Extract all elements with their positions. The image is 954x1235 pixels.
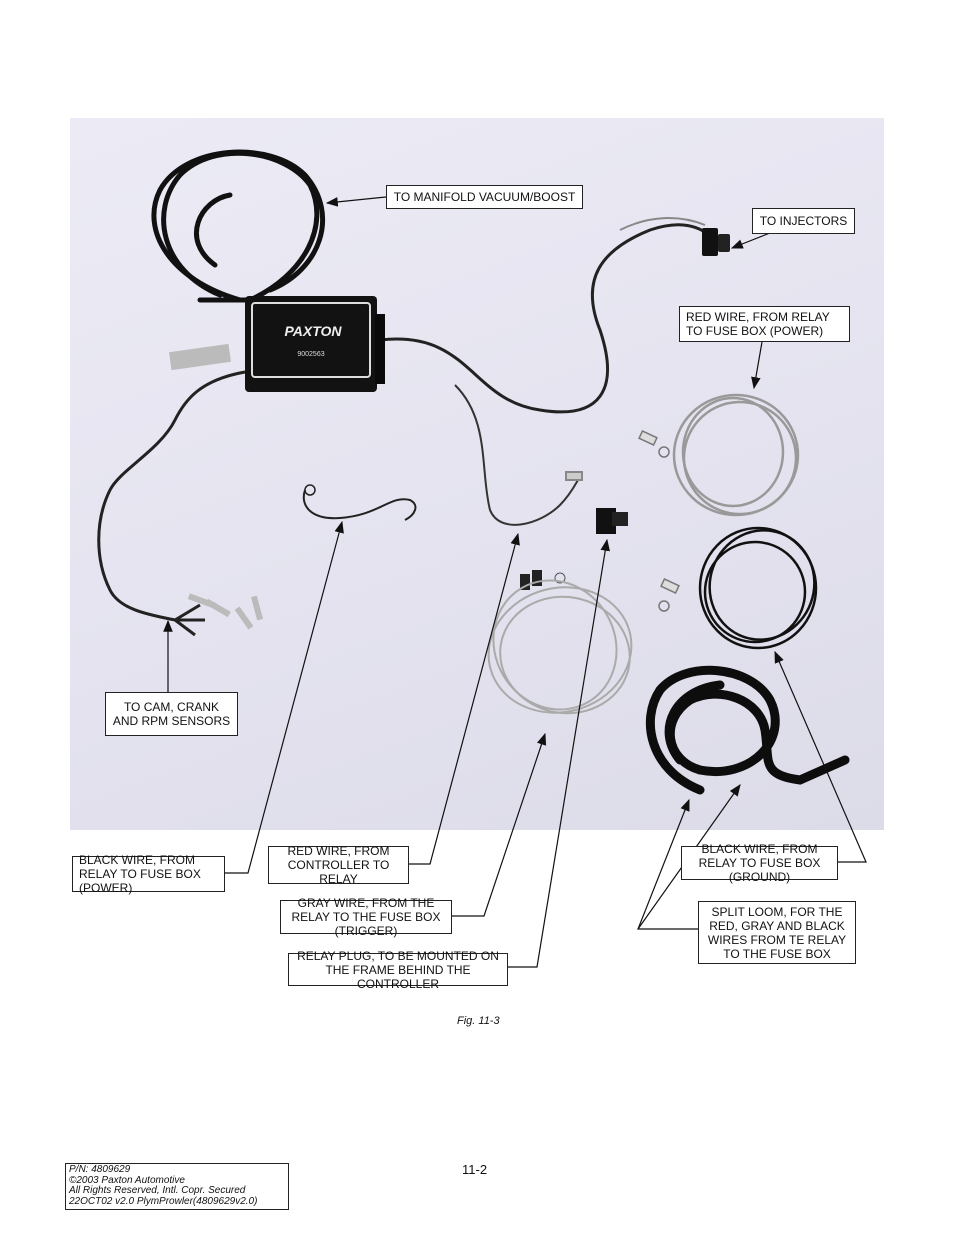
callout-manifold: TO MANIFOLD VACUUM/BOOST [386, 185, 583, 209]
footer-copyright: ©2003 Paxton Automotive [69, 1174, 185, 1186]
footer-part-number: P/N: 4809629 [69, 1164, 131, 1175]
callout-red-wire-power: RED WIRE, FROM RELAY TO FUSE BOX (POWER) [679, 306, 850, 342]
callout-black-wire-ground: BLACK WIRE, FROM RELAY TO FUSE BOX (GROU… [681, 842, 838, 884]
callout-split-loom: SPLIT LOOM, FOR THE RED, GRAY AND BLACK … [698, 901, 856, 964]
callout-relay-plug: RELAY PLUG, TO BE MOUNTED ON THE FRAME B… [288, 949, 508, 991]
figure-caption: Fig. 11-3 [457, 1015, 500, 1027]
callout-red-wire-controller: RED WIRE, FROM CONTROLLER TO RELAY [268, 844, 409, 886]
callout-black-wire-power: BLACK WIRE, FROM RELAY TO FUSE BOX (POWE… [72, 853, 225, 895]
footer-copyright-box: P/N: 4809629 ©2003 Paxton Automotive All… [65, 1163, 289, 1210]
footer-rights: All Rights Reserved, Intl. Copr. Secured [69, 1185, 246, 1196]
page-number: 11-2 [462, 1162, 488, 1177]
callout-injectors: TO INJECTORS [752, 208, 855, 234]
callout-gray-wire-trigger: GRAY WIRE, FROM THE RELAY TO THE FUSE BO… [280, 896, 452, 938]
callout-cam-crank-rpm: TO CAM, CRANK AND RPM SENSORS [105, 692, 238, 736]
footer-revision: 22OCT02 v2.0 PlymProwler(4809629v2.0) [69, 1195, 258, 1207]
